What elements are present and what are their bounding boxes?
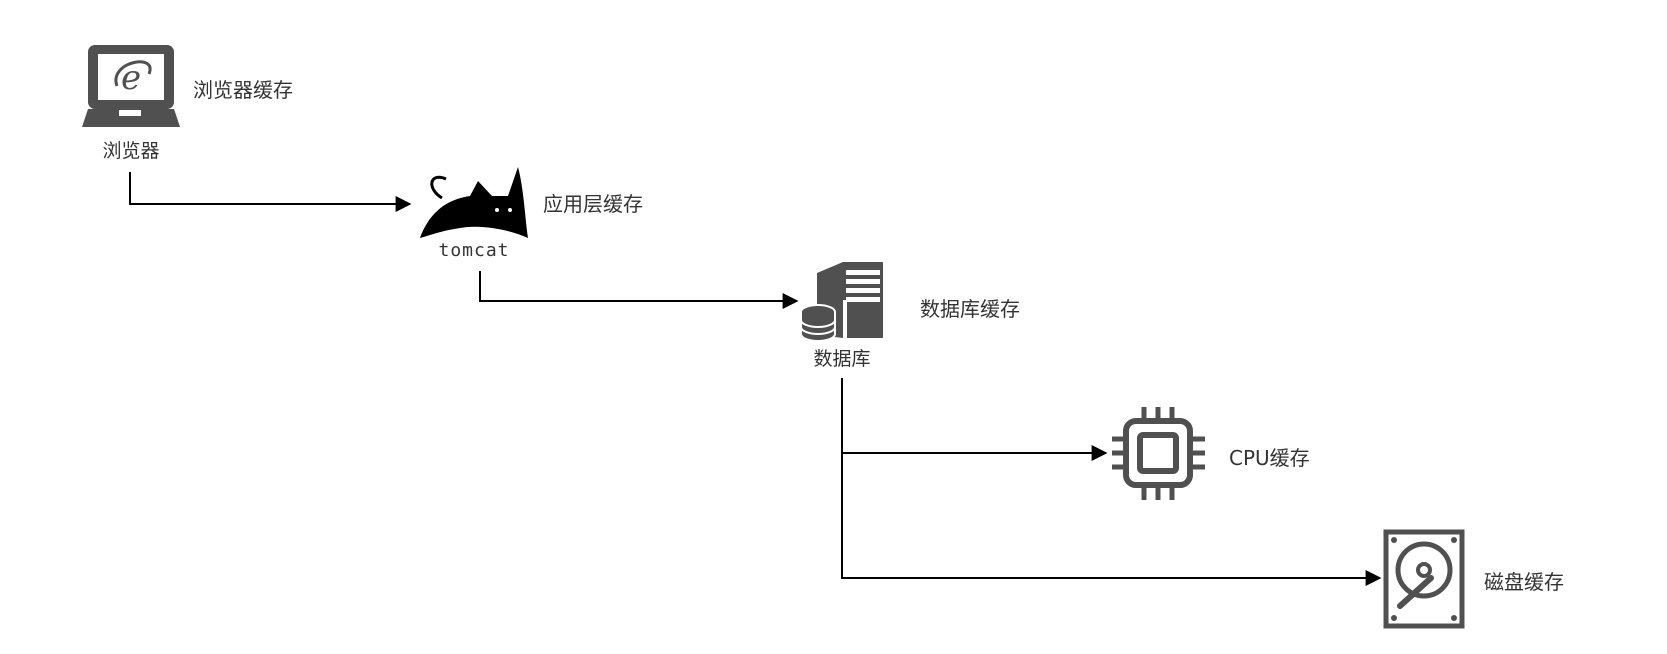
edge-database-disk — [841, 453, 1382, 586]
cpu-cache-caption: CPU缓存 — [1229, 446, 1310, 470]
browser-cache-caption: 浏览器缓存 — [193, 78, 293, 102]
database-server-icon — [800, 262, 883, 342]
tomcat-cat-icon — [420, 167, 528, 238]
edge-tomcat-database — [479, 271, 799, 309]
browser-node-label: 浏览器 — [102, 140, 160, 162]
cpu-chip-icon — [1112, 407, 1205, 500]
database-node-label: 数据库 — [813, 348, 871, 370]
hard-disk-icon — [1383, 529, 1465, 629]
edge-database-cpu — [841, 378, 1108, 461]
svg-text:e: e — [121, 58, 141, 98]
laptop-browser-icon: e — [82, 45, 180, 127]
app-layer-cache-caption: 应用层缓存 — [543, 192, 643, 216]
database-cache-caption: 数据库缓存 — [920, 297, 1020, 321]
edge-browser-tomcat — [129, 172, 412, 212]
tomcat-node-label: tomcat — [438, 240, 510, 261]
disk-cache-caption: 磁盘缓存 — [1484, 570, 1564, 594]
